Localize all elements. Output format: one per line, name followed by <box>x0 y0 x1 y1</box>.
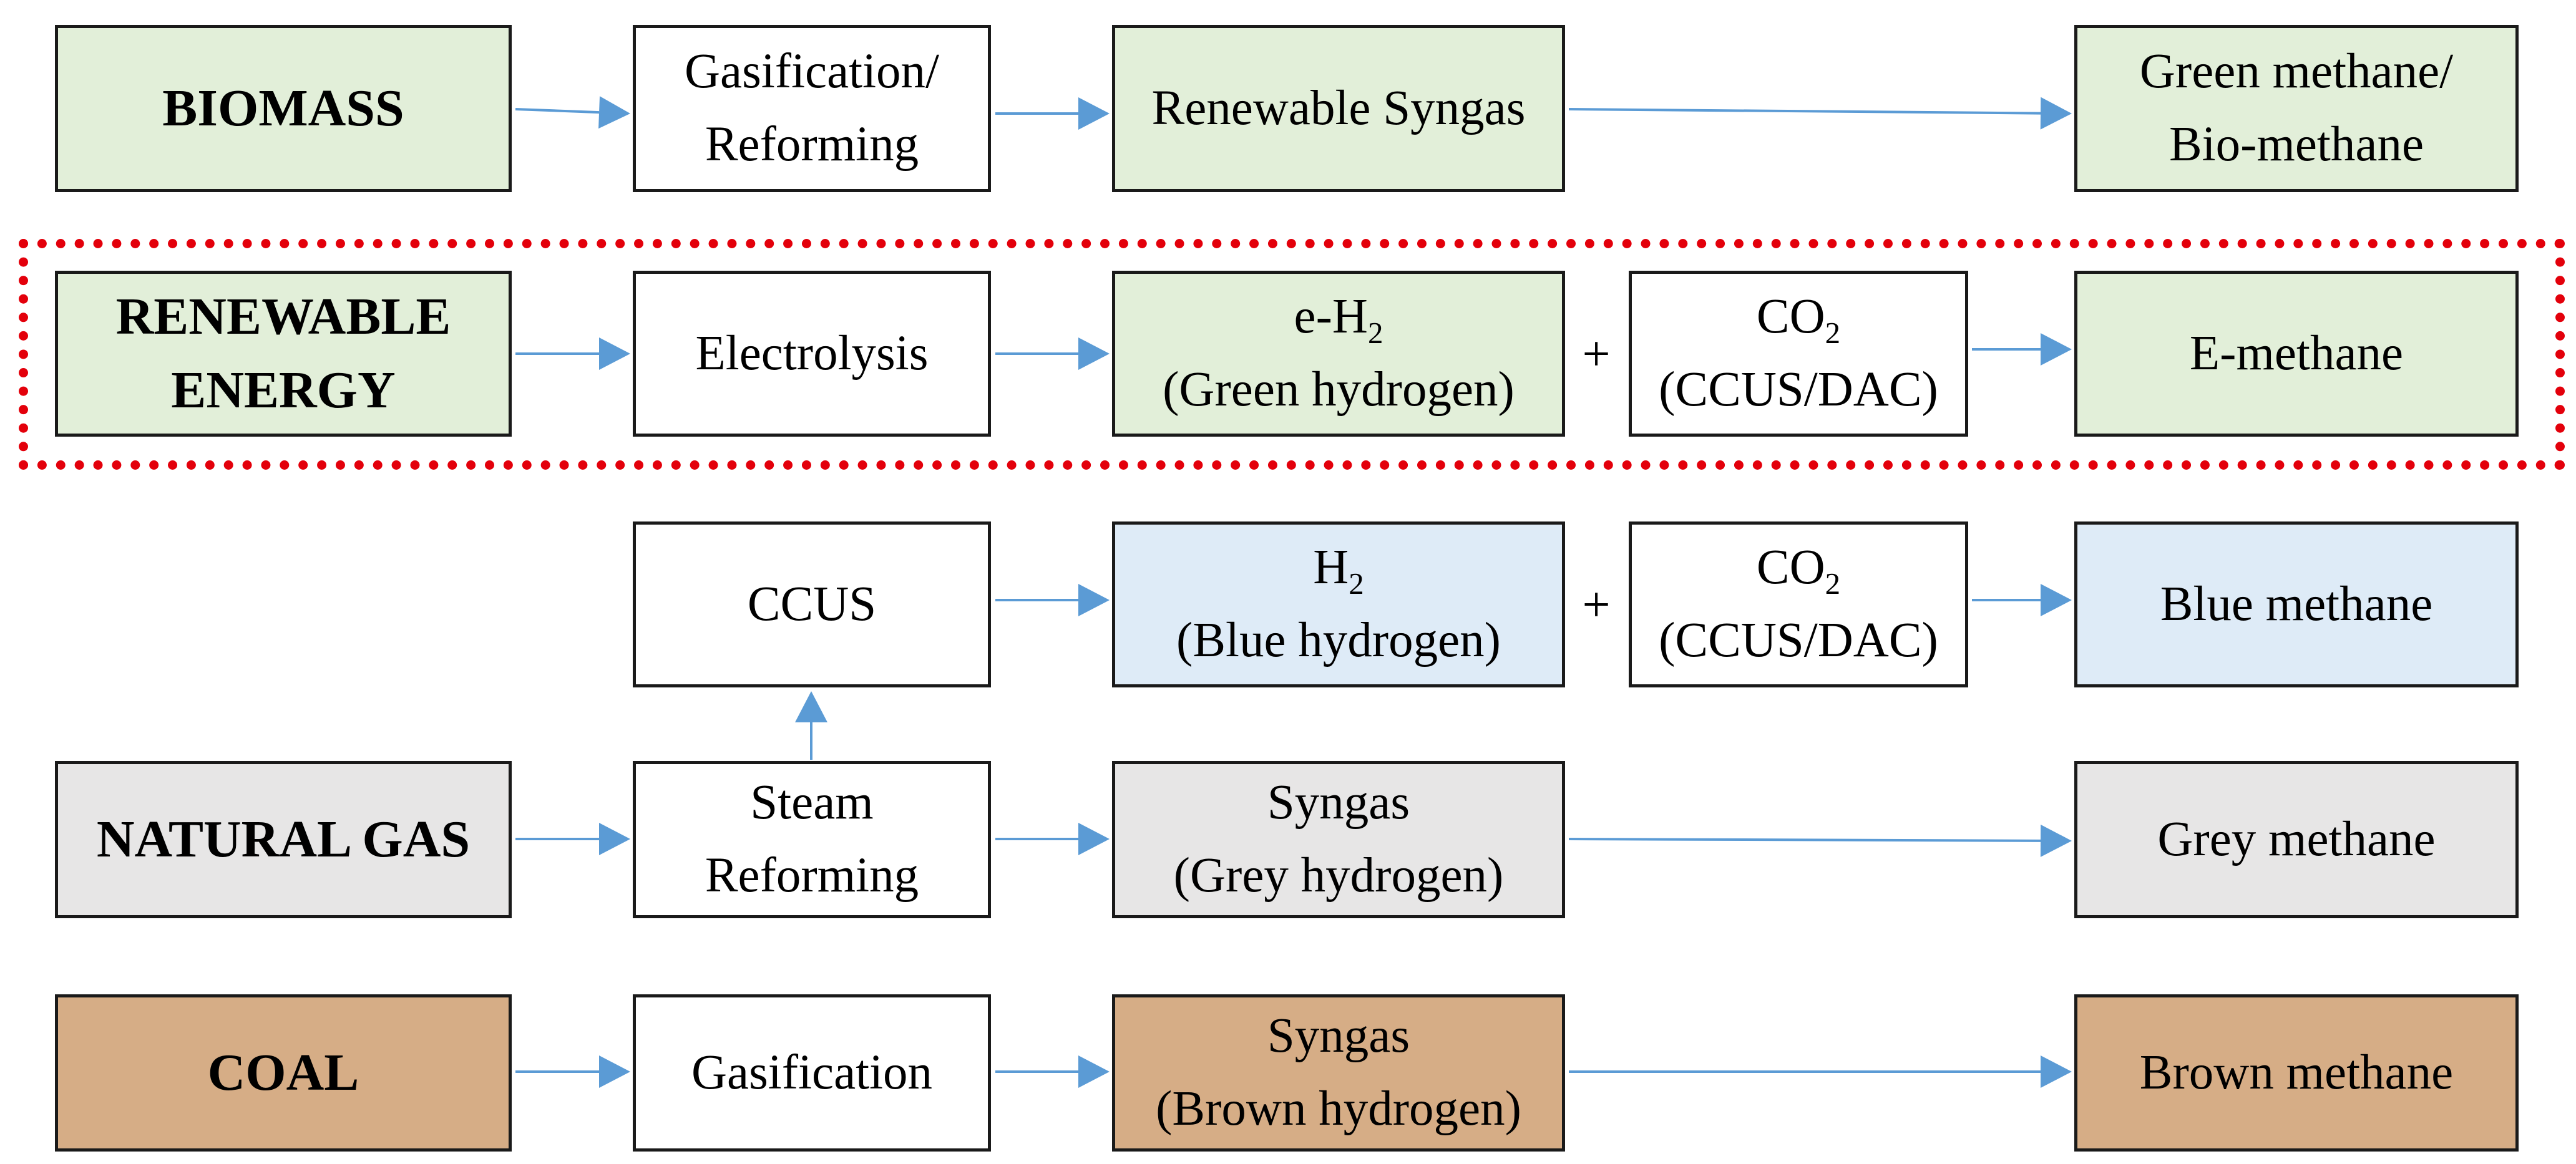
grey-syngas-line1: Syngas <box>1267 775 1410 830</box>
e-h2-subscript: 2 <box>1367 316 1383 351</box>
arrow-blue-co2-to-blue-methane-head <box>2041 584 2072 616</box>
arrow-coal-to-gasification-head <box>599 1055 630 1088</box>
renewable-energy-source-box: RENEWABLE ENERGY <box>55 271 512 437</box>
e-h2-main: e-H <box>1294 289 1368 344</box>
e-methane-label: E-methane <box>2189 326 2404 381</box>
e-methane-box: E-methane <box>2074 271 2519 437</box>
renewable-co2-main: CO <box>1756 289 1825 344</box>
arrow-blue-co2-to-blue-methane <box>1972 584 2072 616</box>
coal-gasification-box: Gasification <box>633 994 991 1152</box>
natural-gas-source-box: NATURAL GAS <box>55 761 512 918</box>
coal-label: COAL <box>207 1044 359 1102</box>
renewable-syngas-label: Renewable Syngas <box>1151 80 1526 135</box>
arrow-syngas-to-green-methane-shaft <box>1568 108 2041 115</box>
arrow-steam-reforming-to-ccus-head <box>795 691 827 722</box>
arrow-steam-to-grey-syngas-head <box>1078 823 1110 855</box>
blue-hydrogen-note: (Blue hydrogen) <box>1176 613 1501 667</box>
arrow-biomass-to-gasification-shaft <box>515 108 600 114</box>
renewable-co2-note: (CCUS/DAC) <box>1659 362 1938 417</box>
arrow-gasification-to-syngas <box>995 97 1110 130</box>
arrow-natural-gas-to-steam-head <box>599 823 630 855</box>
brown-methane-box: Brown methane <box>2074 994 2519 1152</box>
arrow-coal-to-gasification <box>515 1055 630 1088</box>
arrow-steam-reforming-to-ccus <box>795 691 827 760</box>
blue-hydrogen-box: H2 (Blue hydrogen) <box>1112 521 1565 687</box>
blue-methane-box: Blue methane <box>2074 521 2519 687</box>
green-methane-line2: Bio-methane <box>2169 117 2424 172</box>
biomass-source-box: BIOMASS <box>55 25 512 192</box>
renewable-plus-sign: + <box>1582 327 1611 382</box>
ccus-label: CCUS <box>747 576 877 631</box>
renewable-highlight-frame <box>19 239 2565 470</box>
renewable-co2-formula: CO2 <box>1757 281 1840 354</box>
ccus-box: CCUS <box>633 521 991 687</box>
arrow-co2-to-e-methane-head <box>2041 333 2072 366</box>
steam-reforming-line2: Reforming <box>705 848 919 903</box>
blue-co2-main: CO <box>1756 540 1825 595</box>
electrolysis-box: Electrolysis <box>633 271 991 437</box>
arrow-grey-syngas-to-grey-methane-head <box>2040 824 2072 857</box>
arrow-biomass-to-gasification <box>515 96 630 129</box>
electrolysis-label: Electrolysis <box>695 326 929 381</box>
arrow-ccus-to-blue-h2 <box>995 584 1110 616</box>
arrow-electrolysis-to-e-h2 <box>995 337 1110 370</box>
h2-subscript: 2 <box>1349 566 1364 601</box>
blue-plus-sign: + <box>1582 578 1611 633</box>
renewable-co2-subscript: 2 <box>1825 316 1841 351</box>
arrow-renewable-to-electrolysis <box>515 337 630 370</box>
renewable-syngas-box: Renewable Syngas <box>1112 25 1565 192</box>
arrow-gasification-to-brown-syngas <box>995 1055 1110 1088</box>
arrow-grey-syngas-to-grey-methane-shaft <box>1568 838 2041 842</box>
natural-gas-label: NATURAL GAS <box>96 810 471 869</box>
blue-co2-formula: CO2 <box>1757 531 1840 604</box>
renewable-label-line2: ENERGY <box>171 361 396 419</box>
arrow-natural-gas-to-steam <box>515 823 630 855</box>
arrow-gasification-to-brown-syngas-head <box>1078 1055 1110 1088</box>
renewable-label-line1: RENEWABLE <box>115 288 451 346</box>
arrow-renewable-to-electrolysis-head <box>599 337 630 370</box>
green-hydrogen-note: (Green hydrogen) <box>1163 362 1515 417</box>
brown-methane-label: Brown methane <box>2139 1045 2454 1100</box>
coal-source-box: COAL <box>55 994 512 1152</box>
steam-reforming-line1: Steam <box>750 775 874 830</box>
arrow-brown-syngas-to-brown-methane <box>1569 1055 2072 1088</box>
h2-main: H <box>1313 540 1349 595</box>
arrow-ccus-to-blue-h2-head <box>1078 584 1110 616</box>
green-methane-line1: Green methane/ <box>2139 44 2454 99</box>
arrow-steam-to-grey-syngas <box>995 823 1110 855</box>
renewable-co2-box: CO2 (CCUS/DAC) <box>1629 271 1968 437</box>
brown-syngas-box: Syngas (Brown hydrogen) <box>1112 994 1565 1152</box>
arrow-biomass-to-gasification-head <box>598 96 630 129</box>
grey-syngas-line2: (Grey hydrogen) <box>1173 848 1504 903</box>
steam-reforming-box: Steam Reforming <box>633 761 991 918</box>
arrow-electrolysis-to-e-h2-head <box>1078 337 1110 370</box>
brown-syngas-line1: Syngas <box>1267 1009 1410 1064</box>
arrow-brown-syngas-to-brown-methane-head <box>2041 1055 2072 1088</box>
brown-syngas-line2: (Brown hydrogen) <box>1156 1082 1521 1136</box>
grey-methane-box: Grey methane <box>2074 761 2519 918</box>
arrow-syngas-to-green-methane-head <box>2040 97 2072 130</box>
blue-co2-box: CO2 (CCUS/DAC) <box>1629 521 1968 687</box>
h2-formula: H2 <box>1313 531 1364 604</box>
arrow-syngas-to-green-methane <box>1568 97 2072 130</box>
arrow-co2-to-e-methane <box>1972 333 2072 366</box>
e-h2-formula: e-H2 <box>1294 281 1383 354</box>
green-methane-box: Green methane/ Bio-methane <box>2074 25 2519 192</box>
arrow-grey-syngas-to-grey-methane <box>1568 824 2072 857</box>
coal-gasification-label: Gasification <box>691 1045 933 1100</box>
green-hydrogen-box: e-H2 (Green hydrogen) <box>1112 271 1565 437</box>
gasification-reforming-line2: Reforming <box>705 117 919 172</box>
biomass-label: BIOMASS <box>162 79 404 138</box>
blue-co2-note: (CCUS/DAC) <box>1659 613 1938 667</box>
grey-syngas-box: Syngas (Grey hydrogen) <box>1112 761 1565 918</box>
arrow-gasification-to-syngas-head <box>1078 97 1110 130</box>
gasification-reforming-line1: Gasification/ <box>684 44 940 99</box>
blue-co2-subscript: 2 <box>1825 566 1841 601</box>
grey-methane-label: Grey methane <box>2157 812 2436 866</box>
biomass-process-box: Gasification/ Reforming <box>633 25 991 192</box>
blue-methane-label: Blue methane <box>2160 576 2433 631</box>
